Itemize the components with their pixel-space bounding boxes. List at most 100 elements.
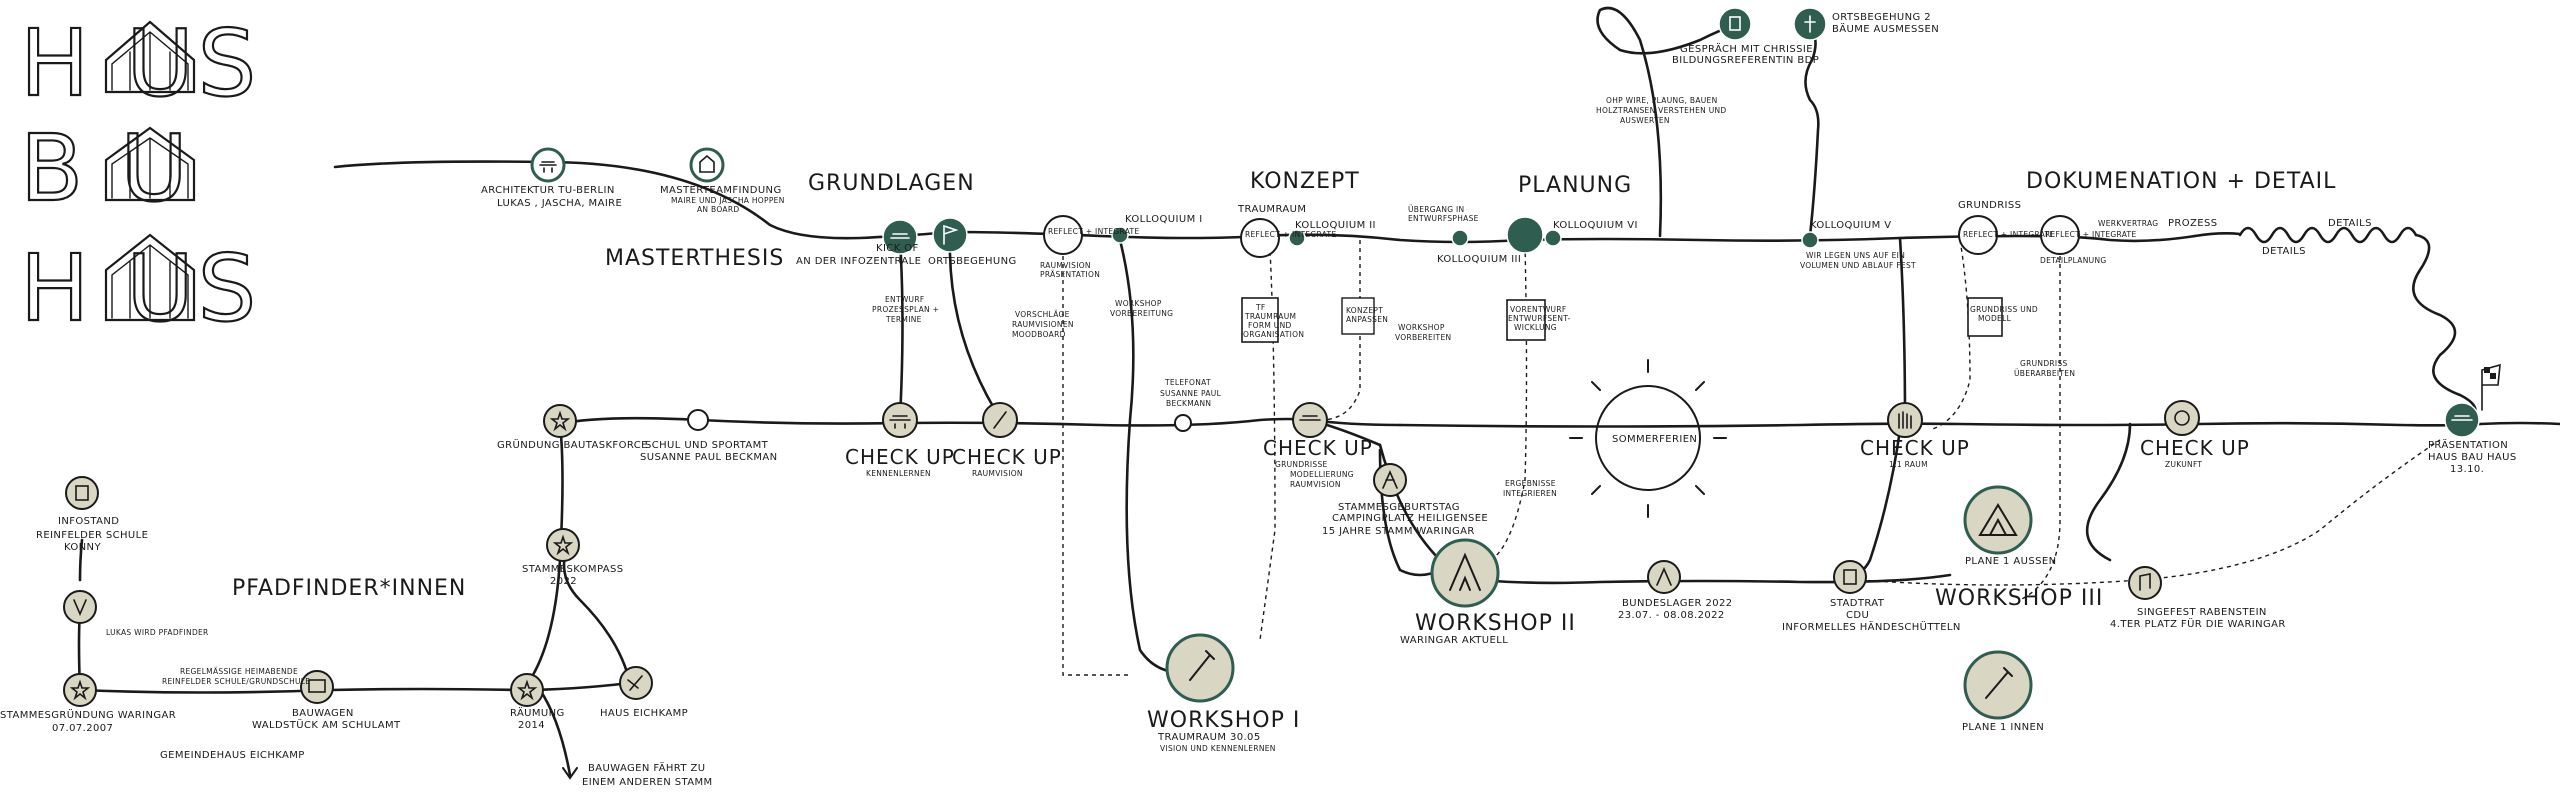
label-schul1: SCHUL UND SPORTAMT (645, 440, 769, 451)
label-vorschlaege1: VORSCHLÄGE (1015, 310, 1070, 319)
label-infostand1: INFOSTAND (58, 516, 119, 527)
label-checkup-3-sub3: RAUMVISION (1290, 480, 1341, 489)
table-icon (1299, 415, 1321, 421)
node-bundeslager (1647, 560, 1681, 594)
label-telefonat3: BECKMANN (1166, 399, 1211, 408)
node-masterteam (689, 147, 725, 183)
label-traumraum: TRAUMRAUM (1237, 204, 1306, 215)
label-grundriss-dok1: GRUNDRISS UND (1970, 305, 2038, 314)
star-icon (516, 679, 538, 701)
label-reflect-1: REFLECT + INTEGRATE (1048, 227, 1139, 236)
label-kolloquium-3: KOLLOQUIUM III (1437, 254, 1521, 265)
label-werkvertrag: WERKVERTRAG (2098, 219, 2158, 228)
label-reflect-3: REFLECT + INTEGRATE (2045, 230, 2136, 239)
node-reflect-3 (2040, 215, 2080, 255)
table-icon (539, 161, 557, 173)
section-konzept: KONZEPT (1250, 169, 1360, 194)
label-checkup-4: CHECK UP (1860, 436, 1970, 460)
tree-icon (1804, 15, 1816, 33)
label-bundeslager2: 23.07. - 08.08.2022 (1618, 610, 1725, 621)
label-checkup-2: CHECK UP (952, 445, 1062, 469)
label-loop3: AUSWERTEN (1620, 116, 1670, 125)
tent-icon (1382, 470, 1398, 489)
note-card (1506, 299, 1546, 341)
section-planung: PLANUNG (1518, 173, 1632, 198)
node-kolloquium-2 (1288, 229, 1306, 247)
node-raeumung (510, 673, 544, 707)
timeline-lines (77, 6, 2560, 777)
label-bauwagen2: WALDSTÜCK AM SCHULAMT (252, 718, 401, 731)
label-konzept-tf1: TF (1255, 303, 1266, 312)
document-icon (75, 485, 89, 501)
label-raeumung2: 2014 (518, 720, 545, 731)
section-dokumentation: DOKUMENATION + DETAIL (2026, 169, 2336, 194)
node-infostand (65, 476, 99, 510)
label-workshop-vorb2a: WORKSHOP (1398, 323, 1445, 332)
node-kolloquium-6 (1544, 229, 1562, 247)
house-icon (104, 126, 196, 202)
label-infostand2: REINFELDER SCHULE (36, 530, 148, 541)
logo-line-3: H US (20, 235, 260, 342)
timeline-nodes (63, 7, 2501, 720)
star-icon (552, 534, 574, 556)
label-masterteam: MASTERTEAMFINDUNG (660, 185, 782, 196)
node-stammeskompass (546, 528, 580, 562)
label-ergebnisse1: ERGEBNISSE (1505, 479, 1556, 488)
label-vorschlaege3: MOODBOARD (1012, 330, 1066, 339)
label-praesentation3: 13.10. (2450, 464, 2484, 475)
music-icon (2139, 573, 2151, 591)
note-card (1967, 297, 2003, 337)
label-gespraech1: GESPRÄCH MIT CHRISSIE (1680, 42, 1813, 55)
label-stammesgeb3: 15 JAHRE STAMM WARINGAR (1322, 526, 1475, 537)
label-workshop-3: WORKSHOP III (1935, 586, 2103, 611)
logo-line-2: B U (20, 115, 192, 222)
label-raumvision2: PRÄSENTATION (1040, 270, 1100, 279)
label-kolloquium-6: KOLLOQUIUM VI (1553, 220, 1638, 231)
fleur-de-lis-icon (73, 599, 87, 617)
label-bauwagen-faehrt1: BAUWAGEN FÄHRT ZU (588, 761, 705, 774)
label-entwurf2: PROZESSPLAN + (872, 305, 939, 314)
label-haus-eichkamp: HAUS EICHKAMP (600, 708, 688, 719)
label-entwurf1: ENTWURF (885, 295, 924, 304)
label-checkup-5-sub: ZUKUNFT (2165, 460, 2202, 469)
label-stammesgruendung2: 07.07.2007 (52, 723, 113, 734)
label-checkup-1-sub: KENNENLERNEN (866, 469, 931, 478)
node-reflect-konzept (1240, 218, 1280, 258)
document-icon (1729, 16, 1741, 31)
label-checkup-2-sub: RAUMVISION (972, 469, 1023, 478)
node-reflect-2 (1958, 215, 1998, 255)
label-wir-legen2: VOLUMEN UND ABLAUF FEST (1800, 261, 1916, 270)
label-lukas-pfadfinder: LUKAS WIRD PFADFINDER (106, 628, 209, 637)
label-checkup-3-sub2: MODELLIERUNG (1290, 470, 1354, 479)
node-bauwagen (300, 670, 334, 704)
star-icon (69, 679, 91, 701)
label-konzept-an1: KONZEPT (1346, 306, 1383, 315)
node-workshop-2 (1430, 538, 1500, 608)
label-entwurf3: TERMINE (885, 315, 922, 324)
label-stadtrat2: CDU (1846, 610, 1869, 621)
event-labels: ARCHITEKTUR TU-BERLIN LUKAS , JASCHA, MA… (0, 12, 2516, 788)
label-bundeslager1: BUNDESLAGER 2022 (1622, 598, 1733, 609)
tent-icon (1656, 567, 1672, 586)
label-singefest1: SINGEFEST RABENSTEIN (2137, 607, 2267, 618)
label-details2: DETAILS (2262, 246, 2306, 257)
node-ortsbegehung (932, 217, 968, 253)
tent-icon (1978, 503, 2018, 536)
label-plane-aussen: PLANE 1 AUßEN (1965, 556, 2056, 567)
pencil-icon (627, 675, 643, 691)
label-stadtrat3: INFORMELLES HÄNDESCHÜTTELN (1782, 620, 1961, 633)
finish-flag-check (2490, 373, 2496, 379)
label-bauwagen1: BAUWAGEN (292, 708, 354, 719)
node-stadtrat (1833, 560, 1867, 594)
label-checkup-3-sub1: GRUNDRISSE (1275, 460, 1328, 469)
label-stammeskompass2: 2022 (550, 576, 577, 587)
label-bauwagen-faehrt2: EINEM ANDEREN STAMM (582, 777, 713, 788)
node-planung (1506, 216, 1544, 254)
label-grundriss-ueb2: ÜBERARBEITEN (2014, 369, 2075, 378)
label-workshop-1-sub2: VISION UND KENNENLERNEN (1160, 744, 1276, 753)
flag-icon (943, 224, 959, 245)
label-stammesgeb2: CAMPINGPLATZ HEILIGENSEE (1332, 513, 1488, 524)
label-singefest2: 4.TER PLATZ FÜR DIE WARINGAR (2110, 617, 2286, 630)
caravan-icon (308, 679, 326, 693)
